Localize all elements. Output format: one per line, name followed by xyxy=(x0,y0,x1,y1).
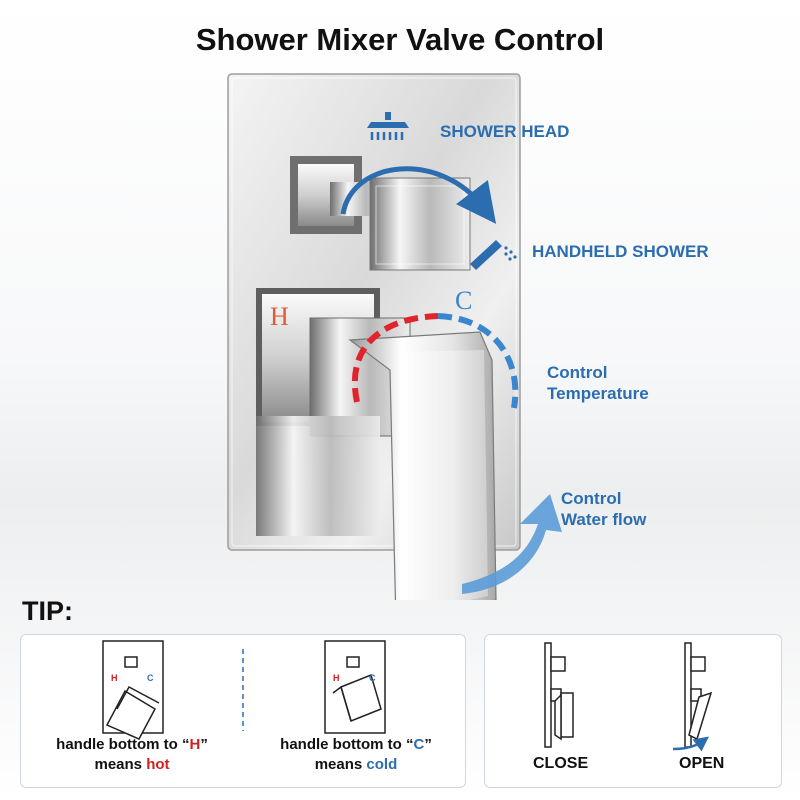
cold-caption: handle bottom to “C” means cold xyxy=(280,736,432,773)
open-label: OPEN xyxy=(679,755,725,772)
control-temperature-line2: Temperature xyxy=(547,384,649,403)
handheld-shower-label: HANDHELD SHOWER xyxy=(532,242,709,261)
tip-title: TIP: xyxy=(22,596,73,626)
control-temperature-line1: Control xyxy=(547,363,608,382)
cold-letter: C xyxy=(455,286,473,315)
control-flow-line2: Water flow xyxy=(561,510,647,529)
mini-h-hot: H xyxy=(111,673,118,683)
flow-arrow xyxy=(462,494,562,594)
tip-card-temperature: H C H C handle bottom to “H” means hot h… xyxy=(20,634,466,788)
hot-caption: handle bottom to “H” means hot xyxy=(56,736,208,773)
mini-c-hot: C xyxy=(147,673,154,683)
control-flow-label: Control Water flow xyxy=(561,488,646,530)
control-temperature-label: Control Temperature xyxy=(547,362,649,404)
mini-c-cold: C xyxy=(369,673,376,683)
lever-handle[interactable] xyxy=(348,331,497,600)
handheld-shower-icon xyxy=(470,240,517,270)
open-diagram xyxy=(684,642,713,748)
close-label: CLOSE xyxy=(533,755,589,772)
open-arrow xyxy=(672,736,710,752)
temperature-arc-hot xyxy=(351,313,439,403)
hot-diagram xyxy=(102,640,164,740)
mini-h-cold: H xyxy=(333,673,340,683)
flow-diagrams xyxy=(544,642,713,752)
diverter-knob[interactable] xyxy=(290,156,471,271)
shower-head-icon xyxy=(367,112,409,140)
shower-head-label: SHOWER HEAD xyxy=(440,122,570,141)
cold-diagram xyxy=(324,640,386,734)
tip-card-flow: CLOSE OPEN xyxy=(484,634,782,788)
close-diagram xyxy=(544,642,574,748)
diverter-arrow xyxy=(340,166,497,224)
valve-illustration xyxy=(227,73,562,600)
temperature-arc-cold xyxy=(437,313,519,409)
temperature-diagrams xyxy=(102,640,386,740)
hot-letter: H xyxy=(270,302,289,331)
control-flow-line1: Control xyxy=(561,489,622,508)
page-title: Shower Mixer Valve Control xyxy=(195,22,605,57)
